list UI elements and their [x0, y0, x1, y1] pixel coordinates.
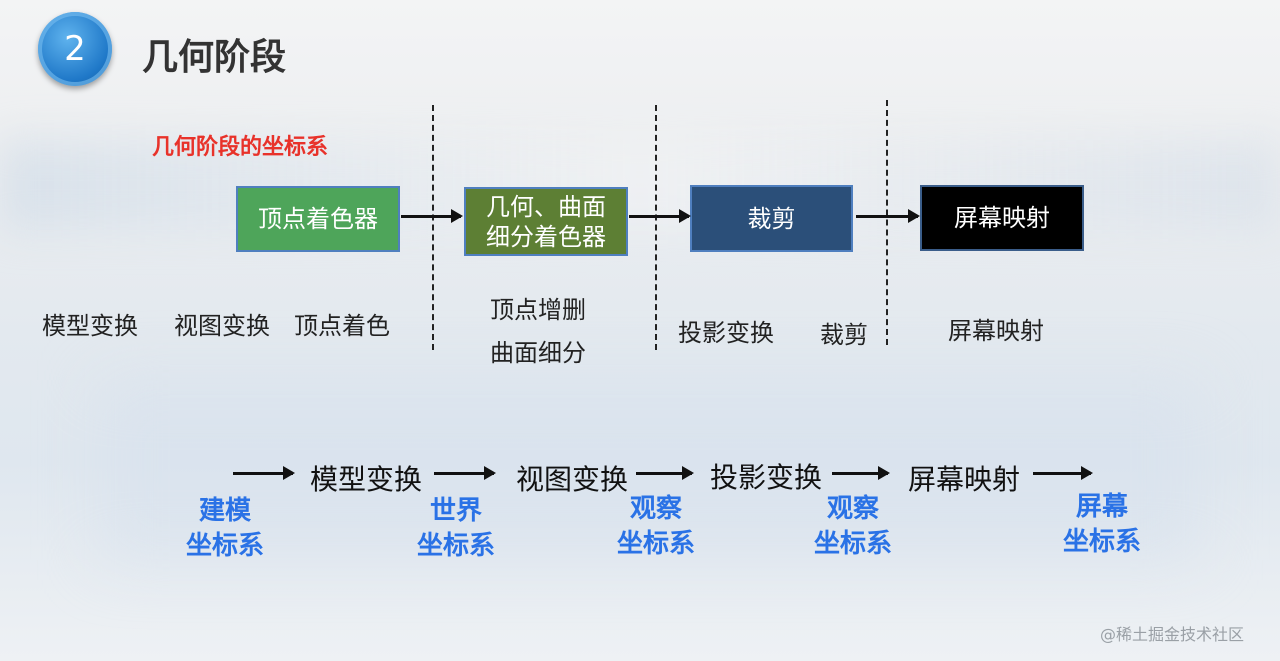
clipping-box: 裁剪 [690, 185, 853, 252]
section-subtitle: 几何阶段的坐标系 [152, 135, 329, 160]
stage-label: 曲面细分 [490, 339, 586, 367]
box-label: 几何、曲面 [486, 192, 606, 221]
transform-label: 屏幕映射 [908, 463, 1021, 496]
stage-label: 顶点增删 [490, 296, 586, 324]
box-label: 顶点着色器 [258, 205, 378, 233]
tessellation-shader-box: 几何、曲面细分着色器 [464, 187, 628, 256]
step-number-badge: 2 [38, 12, 112, 86]
stage-label: 投影变换 [678, 319, 774, 347]
box-label: 裁剪 [747, 204, 796, 233]
stage-divider [655, 105, 657, 350]
stage-divider [432, 105, 434, 350]
box-label: 细分着色器 [486, 222, 606, 251]
transform-label: 投影变换 [710, 461, 823, 494]
vertex-shader-box: 顶点着色器 [236, 186, 400, 252]
box-label: 屏幕映射 [954, 204, 1050, 232]
arrow-icon [856, 209, 920, 223]
arrow-icon [832, 466, 890, 480]
arrow-icon [629, 209, 691, 223]
arrow-icon [434, 466, 496, 480]
stage-label: 屏幕映射 [948, 317, 1044, 345]
watermark: @稀土掘金技术社区 [1100, 625, 1245, 644]
arrow-icon [1033, 466, 1093, 480]
transform-label: 模型变换 [310, 463, 423, 496]
coordinate-system-label: 建模坐标系 [185, 496, 265, 561]
stage-label: 视图变换 [174, 312, 270, 340]
stage-label: 顶点着色 [294, 312, 390, 340]
arrow-icon [401, 209, 463, 223]
page-title: 几何阶段 [142, 37, 287, 78]
stage-label: 模型变换 [42, 312, 138, 340]
coordinate-system-label: 观察坐标系 [813, 494, 893, 559]
screen-mapping-box: 屏幕映射 [920, 185, 1084, 251]
arrow-icon [233, 466, 295, 480]
transform-label: 视图变换 [516, 463, 629, 496]
arrow-icon [636, 466, 694, 480]
coordinate-system-label: 屏幕坐标系 [1062, 492, 1142, 557]
stage-label: 裁剪 [820, 321, 868, 349]
coordinate-system-label: 观察坐标系 [616, 494, 696, 559]
stage-divider [886, 100, 888, 345]
coordinate-system-label: 世界坐标系 [416, 496, 496, 561]
